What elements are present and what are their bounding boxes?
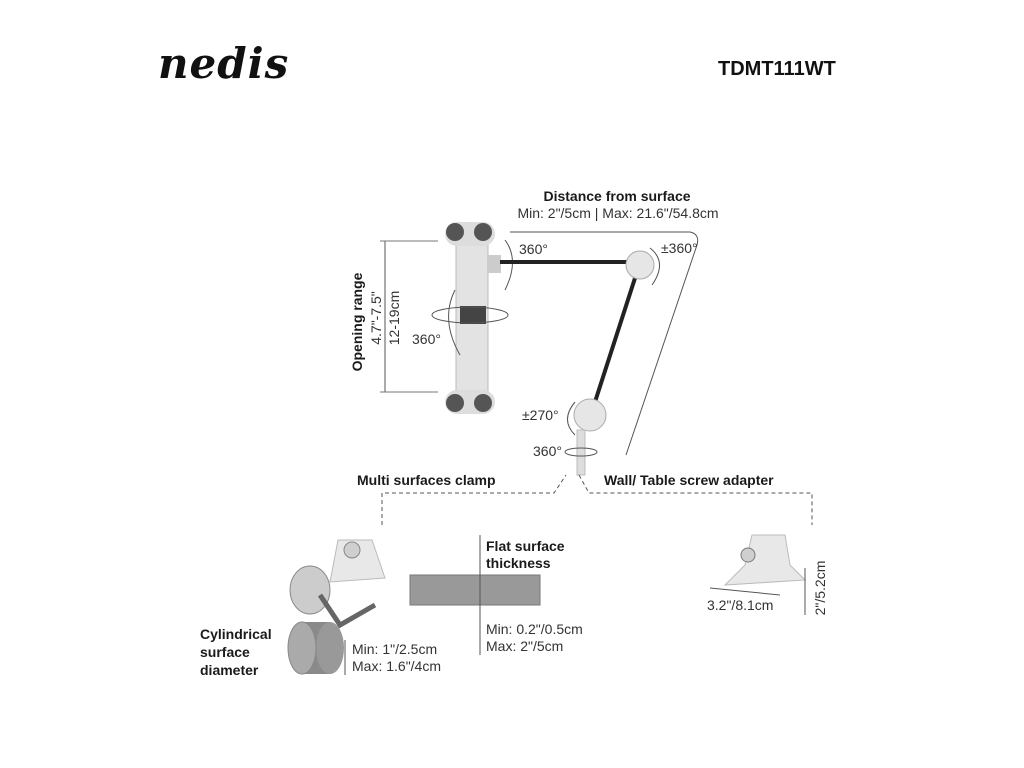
cylinder-title-1: Cylindrical <box>200 626 272 642</box>
opening-inch: 4.7"-7.5" <box>368 291 384 345</box>
flat-title-2: thickness <box>486 555 551 571</box>
tablet-holder <box>431 222 513 414</box>
cylinder-title-3: diameter <box>200 662 259 678</box>
cylinder-max: Max: 1.6"/4cm <box>352 658 441 674</box>
clamp-label: Multi surfaces clamp <box>357 472 496 488</box>
rotation-holder: 360° <box>412 331 441 347</box>
arm <box>500 247 660 476</box>
opening-cm: 12-19cm <box>386 291 402 345</box>
cylinder-image <box>287 621 346 675</box>
adapter-image <box>709 534 807 615</box>
mount-connector <box>381 474 813 525</box>
rotation-top-joint: 360° <box>519 241 548 257</box>
cylinder-min: Min: 1"/2.5cm <box>352 641 437 657</box>
cylinder-title-2: surface <box>200 644 250 660</box>
opening-title: Opening range <box>349 272 365 371</box>
opening-dimension <box>380 240 438 393</box>
model-number: TDMT111WT <box>718 58 836 80</box>
adapter-label: Wall/ Table screw adapter <box>604 472 774 488</box>
flat-max: Max: 2"/5cm <box>486 638 563 654</box>
flat-title-1: Flat surface <box>486 538 565 554</box>
clamp-image <box>289 539 386 629</box>
flat-surface-block <box>409 574 541 606</box>
rotation-base-swivel: 360° <box>533 443 562 459</box>
adapter-width: 3.2"/8.1cm <box>707 597 773 613</box>
distance-title: Distance from surface <box>543 188 690 204</box>
flat-min: Min: 0.2"/0.5cm <box>486 621 583 637</box>
brand-logo: nedis <box>158 39 289 88</box>
distance-arrow <box>510 231 699 456</box>
rotation-base-tilt: ±270° <box>522 407 559 423</box>
rotation-elbow: ±360° <box>661 240 698 256</box>
adapter-height: 2"/5.2cm <box>812 561 828 616</box>
distance-range: Min: 2"/5cm | Max: 21.6"/54.8cm <box>517 205 718 221</box>
